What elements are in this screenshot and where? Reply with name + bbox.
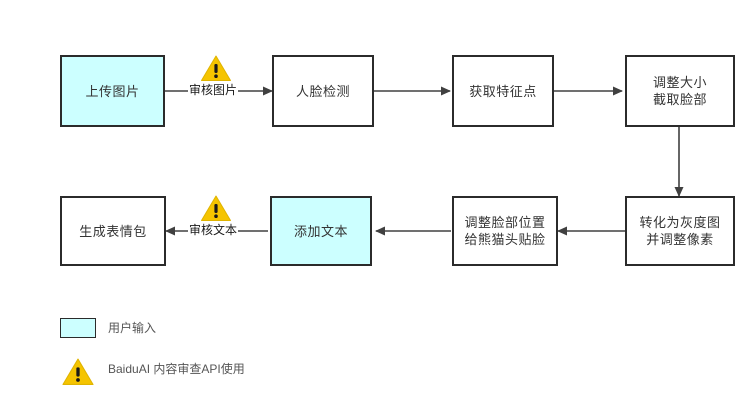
node-face-detect[interactable]: 人脸检测 xyxy=(272,55,374,127)
node-panda-paste[interactable]: 调整脸部位置 给熊猫头贴脸 xyxy=(452,196,558,266)
warning-triangle-icon xyxy=(200,54,232,87)
warning-triangle-icon xyxy=(61,357,95,391)
node-resize-crop[interactable]: 调整大小 截取脸部 xyxy=(625,55,735,127)
legend-label-baidu-ai-api: BaiduAI 内容审查API使用 xyxy=(108,362,245,376)
edge-label-review-image: 审核图片 xyxy=(188,83,239,98)
legend-swatch-user-input xyxy=(60,318,96,338)
node-landmarks[interactable]: 获取特征点 xyxy=(452,55,554,127)
node-grayscale[interactable]: 转化为灰度图 并调整像素 xyxy=(625,196,735,266)
warning-triangle-icon xyxy=(200,194,232,227)
node-add-text[interactable]: 添加文本 xyxy=(270,196,372,266)
edge-label-review-text: 审核文本 xyxy=(188,223,239,238)
node-emoji-out[interactable]: 生成表情包 xyxy=(60,196,166,266)
node-upload[interactable]: 上传图片 xyxy=(60,55,165,127)
legend-label-user-input: 用户输入 xyxy=(108,321,157,335)
